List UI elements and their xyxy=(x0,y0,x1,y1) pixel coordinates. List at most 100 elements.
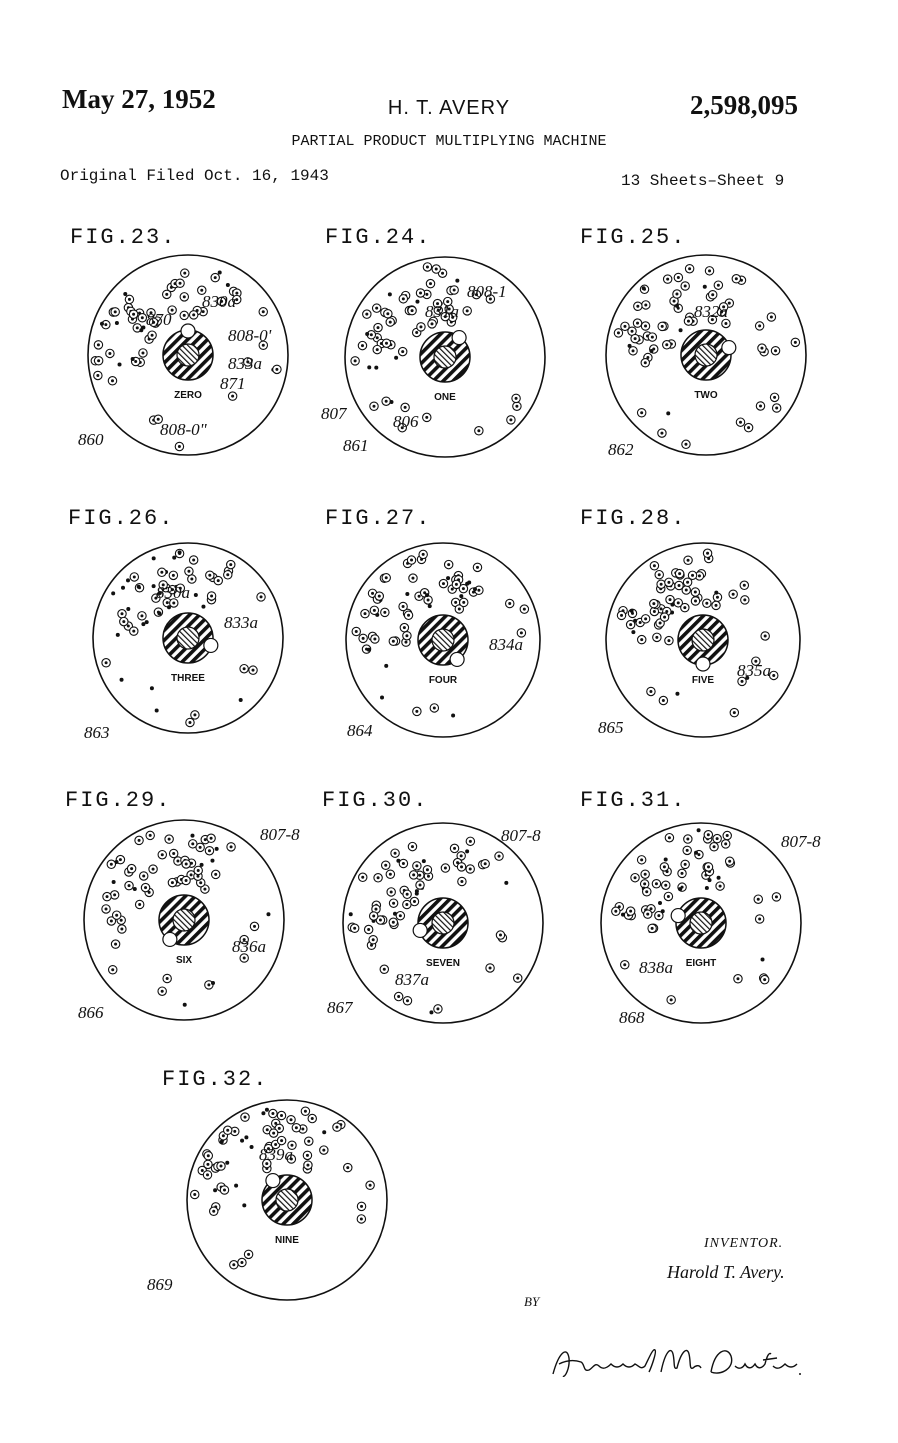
disc-hole xyxy=(249,1144,254,1149)
reference-numeral: 838a xyxy=(639,958,673,977)
reference-numeral: 860 xyxy=(78,430,104,449)
disc-outline xyxy=(600,822,802,1024)
reference-numeral: 866 xyxy=(78,1003,104,1022)
disc-outline xyxy=(342,822,544,1024)
disc-hole xyxy=(210,858,215,863)
disc-hole xyxy=(119,677,124,682)
disc-hole xyxy=(702,284,707,289)
disc-hole xyxy=(716,875,721,880)
disc-shaft xyxy=(689,911,713,935)
disc-shaft xyxy=(176,626,200,650)
hub-notch xyxy=(162,931,178,948)
digit-label: ZERO xyxy=(174,390,202,401)
disc-hole xyxy=(193,593,198,598)
disc-hole xyxy=(414,889,419,894)
inventor-label: INVENTOR. xyxy=(704,1236,784,1251)
disc-hole xyxy=(678,887,683,892)
reference-numeral: 830a xyxy=(156,583,190,602)
filing-date: Original Filed Oct. 16, 1943 xyxy=(60,167,329,185)
figure-label: FIG.31. xyxy=(580,788,686,813)
reference-numeral: 833a xyxy=(228,354,262,373)
disc-shaft xyxy=(172,908,196,932)
disc-shaft xyxy=(431,628,455,652)
disc-hole xyxy=(111,591,116,596)
reference-numeral: 808-0' xyxy=(228,326,272,345)
reference-numeral: 834a xyxy=(489,635,523,654)
disc-hole xyxy=(467,580,472,585)
digit-label: SEVEN xyxy=(426,958,460,969)
disc-hole xyxy=(704,886,709,891)
reference-numeral: 833a xyxy=(224,613,258,632)
hub-notch xyxy=(412,922,428,939)
figure-label: FIG.26. xyxy=(68,506,174,531)
digit-label: NINE xyxy=(275,1235,299,1246)
disc-hole xyxy=(465,849,470,854)
reference-numeral: 835a xyxy=(737,661,771,680)
disc-hole xyxy=(707,878,712,883)
disc-outline xyxy=(605,542,801,738)
hub-notch xyxy=(451,329,467,346)
disc-hole xyxy=(125,578,130,583)
disc-hole xyxy=(459,594,464,599)
patent-date: May 27, 1952 xyxy=(62,84,216,114)
reference-numeral: 864 xyxy=(347,721,373,740)
disc-hole xyxy=(157,591,162,596)
disc-hole xyxy=(141,325,146,330)
disc-hole xyxy=(132,887,137,892)
disc-hole xyxy=(240,1138,245,1143)
disc-hole xyxy=(225,283,230,288)
disc-shaft xyxy=(176,343,200,367)
disc-hole xyxy=(714,590,719,595)
hub-notch xyxy=(670,907,686,924)
disc-hole xyxy=(115,632,120,637)
figure-label: FIG.28. xyxy=(580,506,686,531)
patent-number: 2,598,095 xyxy=(690,90,798,120)
disc-hole xyxy=(166,605,171,610)
disc-hole xyxy=(126,606,131,611)
reference-numeral: 861 xyxy=(343,436,369,455)
disc-hole xyxy=(213,1188,218,1193)
disc-hole xyxy=(649,348,654,353)
disc-hole xyxy=(149,686,154,691)
disc-hole xyxy=(658,901,663,906)
reference-numeral: 831a xyxy=(425,302,459,321)
disc-hole xyxy=(451,713,456,718)
digit-label: ONE xyxy=(434,392,456,403)
reference-numeral: 871 xyxy=(220,374,246,393)
disc-hole xyxy=(745,675,750,680)
disc-hole xyxy=(130,356,135,361)
disc-shaft xyxy=(691,628,715,652)
disc-hole xyxy=(384,663,389,668)
disc-hole xyxy=(242,1203,247,1208)
disc-hole xyxy=(415,299,420,304)
disc-shaft xyxy=(431,911,455,935)
disc-hole xyxy=(641,286,646,291)
digit-label: FOUR xyxy=(429,675,458,686)
disc-hole xyxy=(760,957,765,962)
disc-outline xyxy=(344,256,546,458)
reference-numeral: 865 xyxy=(598,718,624,737)
figure-label: FIG.25. xyxy=(580,225,686,250)
disc-hole xyxy=(139,328,144,333)
reference-numeral: 836a xyxy=(232,937,266,956)
digit-label: THREE xyxy=(171,673,205,684)
figure-label: FIG.32. xyxy=(162,1067,268,1092)
disc-hole xyxy=(694,850,699,855)
reference-numeral: 862 xyxy=(608,440,634,459)
disc-hole xyxy=(210,980,215,985)
disc-hole xyxy=(225,1160,230,1165)
disc-hole xyxy=(504,880,509,885)
disc-hole xyxy=(217,270,222,275)
disc-hole xyxy=(117,362,122,367)
disc-hole xyxy=(114,321,119,326)
disc-hole xyxy=(675,691,680,696)
reference-numeral: 807 xyxy=(321,404,348,423)
hub-notch xyxy=(180,323,196,339)
disc-hole xyxy=(366,647,371,652)
disc-hole xyxy=(629,608,634,613)
